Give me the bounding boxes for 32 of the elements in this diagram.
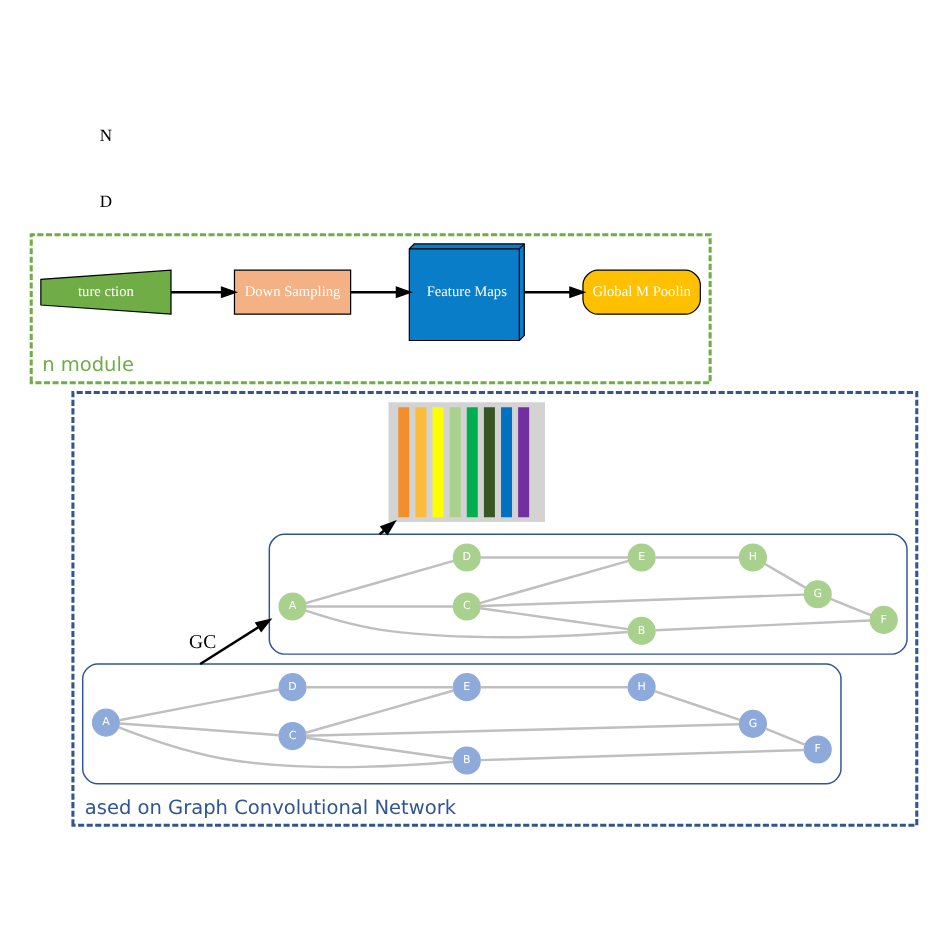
connector [305,608,628,638]
arrow [350,285,413,298]
connector [305,735,454,759]
connector [654,688,741,720]
arrow [171,285,239,298]
connector [306,684,454,688]
connector [480,592,805,607]
cluster [268,532,908,654]
label: N [99,124,113,145]
connector [480,606,629,630]
node-bar [388,401,546,522]
connector [480,684,629,688]
connector [305,558,454,604]
connector [765,726,806,745]
connector [479,558,629,604]
arrow [524,285,587,298]
cluster [81,662,842,784]
connector [306,604,454,607]
arrow [199,617,273,664]
connector [119,721,280,736]
connector [480,555,629,558]
connector [480,747,805,761]
connector [655,555,740,558]
connector [306,721,740,736]
connector [118,725,454,768]
connector [119,687,280,721]
connector [764,561,807,588]
connector [830,596,872,616]
label: D [99,190,113,211]
connector [305,688,454,733]
edge-label: GC [189,630,217,653]
connector [655,618,871,631]
